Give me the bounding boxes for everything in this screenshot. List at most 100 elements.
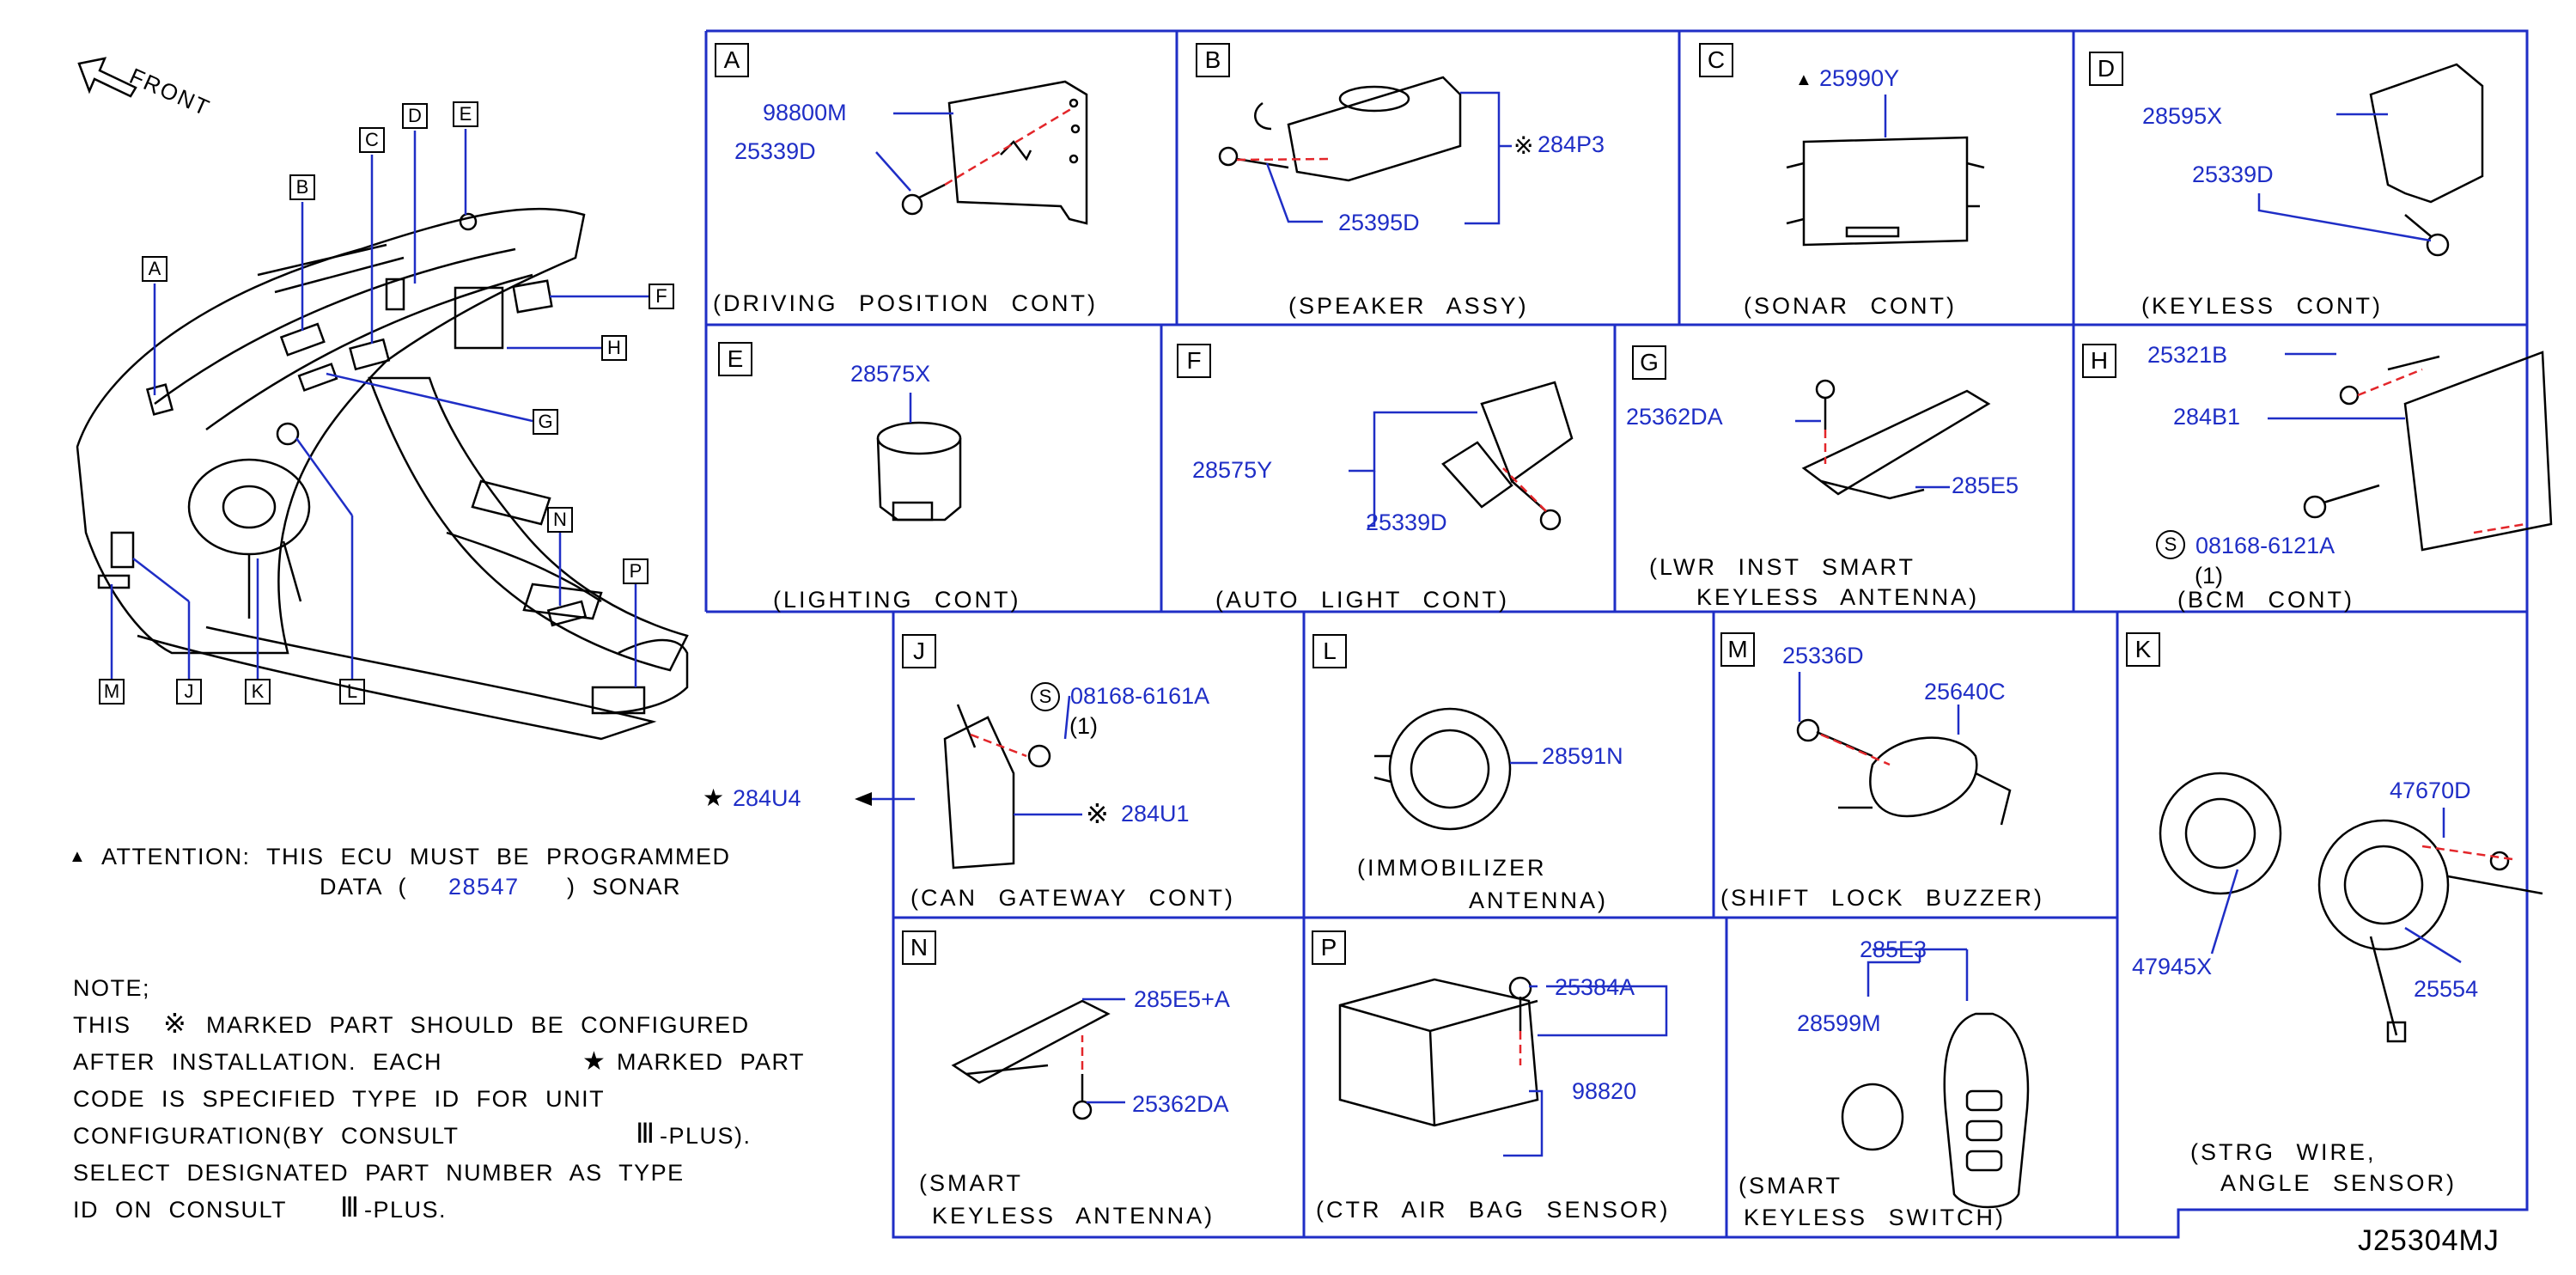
part-25384a: 25384A <box>1555 974 1635 1000</box>
part-25339d-d: 25339D <box>2192 162 2274 187</box>
note-line2-b: MARKED PART <box>617 1049 806 1075</box>
panel-n-label: N <box>902 930 936 965</box>
note-line4-b: -PLUS). <box>660 1123 752 1149</box>
panel-m-label: M <box>1720 632 1755 667</box>
panel-k-label: K <box>2126 632 2160 667</box>
consult-roman-icon: Ⅲ <box>636 1118 655 1149</box>
part-47670d: 47670D <box>2390 778 2471 803</box>
attention-text: ATTENTION: THIS ECU MUST BE PROGRAMMED <box>101 844 731 869</box>
part-25554: 25554 <box>2414 976 2479 1002</box>
part-28599m: 28599M <box>1797 1010 1881 1036</box>
panel-b-label: B <box>1196 43 1230 77</box>
panel-g-caption1: (LWR INST SMART <box>1649 554 1916 580</box>
overview-label-n: N <box>547 507 573 533</box>
note-line3: CODE IS SPECIFIED TYPE ID FOR UNIT <box>73 1086 606 1112</box>
config-mark-icon: ※ <box>163 1008 186 1039</box>
overview-label-j: J <box>176 679 202 705</box>
panel-j-label: J <box>902 634 936 668</box>
attention-data-prefix: DATA ( <box>320 874 408 900</box>
part-25990y: 25990Y <box>1819 65 1900 91</box>
part-285e5-a: 285E5+A <box>1134 986 1230 1012</box>
panel-q-caption2: KEYLESS SWITCH) <box>1744 1205 2007 1230</box>
panel-a-label: A <box>715 43 749 77</box>
part-25339d-f: 25339D <box>1366 509 1447 535</box>
panel-g-caption2: KEYLESS ANTENNA) <box>1696 584 1980 610</box>
overview-label-g: G <box>533 409 558 435</box>
s-mark-icon: S <box>2156 530 2185 559</box>
panel-d-caption: (KEYLESS CONT) <box>2141 293 2384 319</box>
note-line1-b: MARKED PART SHOULD BE CONFIGURED <box>206 1012 750 1038</box>
overview-label-b: B <box>289 174 315 200</box>
part-98820: 98820 <box>1572 1078 1637 1104</box>
part-98800m: 98800M <box>763 100 847 125</box>
note-line4-a: CONFIGURATION(BY CONSULT <box>73 1123 460 1149</box>
overview-leaders <box>110 129 915 801</box>
part-28595x: 28595X <box>2142 103 2223 129</box>
consult-roman-icon: Ⅲ <box>340 1192 360 1223</box>
part-285e5: 285E5 <box>1952 473 2019 498</box>
attention-data-suffix: ) SONAR <box>567 874 682 900</box>
triangle-icon: ▲ <box>1795 70 1812 89</box>
assembly-lines <box>944 106 2526 1070</box>
panel-j-caption: (CAN GATEWAY CONT) <box>910 885 1235 911</box>
part-47945x: 47945X <box>2132 954 2213 979</box>
part-28591n: 28591N <box>1542 743 1623 769</box>
part-25640c: 25640C <box>1924 679 2006 705</box>
panel-k-caption2: ANGLE SENSOR) <box>2220 1170 2457 1196</box>
part-28575x: 28575X <box>850 361 931 387</box>
note-line2-a: AFTER INSTALLATION. EACH <box>73 1049 443 1075</box>
note-line5: SELECT DESIGNATED PART NUMBER AS TYPE <box>73 1160 685 1186</box>
panel-h-caption: (BCM CONT) <box>2177 587 2354 613</box>
vehicle-interior-sketch <box>76 57 689 741</box>
overview-label-p: P <box>623 558 649 584</box>
overview-label-f: F <box>649 284 674 309</box>
part-285e3: 285E3 <box>1860 936 1927 962</box>
panel-n-caption2: KEYLESS ANTENNA) <box>932 1203 1215 1229</box>
panel-f-caption: (AUTO LIGHT CONT) <box>1215 587 1510 613</box>
panel-q-caption1: (SMART <box>1739 1173 1843 1199</box>
panel-g-label: G <box>1632 345 1666 380</box>
panel-c-caption: (SONAR CONT) <box>1744 293 1957 319</box>
panel-h-label: H <box>2082 344 2116 378</box>
part-284b1: 284B1 <box>2173 404 2241 430</box>
panel-d-label: D <box>2089 52 2123 86</box>
note-title: NOTE; <box>73 975 151 1001</box>
panel-e-label: E <box>718 342 752 376</box>
part-284p3: 284P3 <box>1538 131 1605 157</box>
star-mark-icon: ★ <box>582 1047 606 1076</box>
attention-data-value: 28547 <box>448 874 520 900</box>
part-sketches <box>876 63 2553 1209</box>
panel-l-label: L <box>1312 634 1347 668</box>
panel-l-caption1: (IMMOBILIZER <box>1357 855 1547 881</box>
part-25362da-n: 25362DA <box>1132 1091 1229 1117</box>
part-qty-h: (1) <box>2195 563 2223 589</box>
part-08168-6121a: 08168-6121A <box>2195 533 2335 558</box>
config-mark-icon: ※ <box>1513 132 1534 159</box>
part-284u4: 284U4 <box>733 785 801 811</box>
overview-label-h: H <box>601 335 627 361</box>
star-icon: ★ <box>703 784 725 811</box>
s-mark-icon: S <box>1031 682 1060 711</box>
overview-label-k: K <box>245 679 271 705</box>
overview-label-d: D <box>402 103 428 129</box>
note-line6-b: -PLUS. <box>364 1197 448 1223</box>
panel-n-caption1: (SMART <box>919 1170 1024 1196</box>
panel-a-caption: (DRIVING POSITION CONT) <box>713 290 1098 316</box>
arrow-head <box>855 792 872 806</box>
part-28575y: 28575Y <box>1192 457 1273 483</box>
note-line6-a: ID ON CONSULT <box>73 1197 288 1223</box>
part-25321b: 25321B <box>2147 342 2228 368</box>
overview-label-m: M <box>99 679 125 705</box>
panel-p-label: P <box>1312 930 1346 965</box>
overview-label-c: C <box>359 127 385 153</box>
drawing-code: J25304MJ <box>2358 1224 2500 1257</box>
panel-frames <box>704 29 2529 1239</box>
panel-b-caption: (SPEAKER ASSY) <box>1288 293 1529 319</box>
panel-c-label: C <box>1699 43 1733 77</box>
panel-e-caption: (LIGHTING CONT) <box>773 587 1021 613</box>
config-mark-icon: ※ <box>1086 798 1109 829</box>
part-08168-6161a: 08168-6161A <box>1070 683 1210 709</box>
panel-f-label: F <box>1177 344 1211 378</box>
